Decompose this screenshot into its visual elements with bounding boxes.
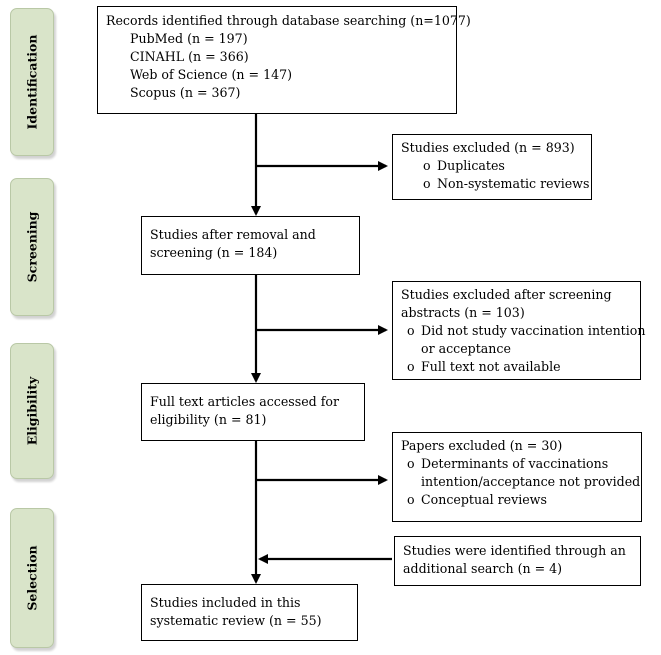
excluded3-bullet1: o Determinants of vaccinations: [401, 455, 633, 473]
stage-eligibility: Eligibility: [10, 343, 54, 479]
fulltext-articles-box: Full text articles accessed for eligibil…: [141, 383, 365, 441]
papers-excluded-box: Papers excluded (n = 30) o Determinants o…: [392, 432, 642, 522]
additional-search-box: Studies were identified through an addit…: [394, 536, 641, 586]
source-pubmed: PubMed (n = 197): [106, 30, 448, 48]
stage-identification: Identification: [10, 8, 54, 156]
stage-screening: Screening: [10, 178, 54, 316]
bullet-marker: o: [423, 158, 431, 173]
excluded3-bullet2: o Conceptual reviews: [401, 491, 633, 509]
bullet-text: Non-systematic reviews: [437, 176, 590, 191]
excluded2-title1: Studies excluded after screening: [401, 287, 612, 302]
bullet-marker: o: [407, 323, 415, 338]
source-name: Scopus: [130, 85, 176, 100]
source-name: PubMed: [130, 31, 184, 46]
added-line2: additional search (n = 4): [403, 561, 563, 576]
source-count: (n = 147): [231, 67, 293, 82]
excluded1-bullet1: o Duplicates: [401, 157, 583, 175]
excluded2-bullet2: o Full text not available: [401, 358, 632, 376]
added-line1: Studies were identified through an: [403, 543, 626, 558]
source-name: Web of Science: [130, 67, 228, 82]
source-scopus: Scopus (n = 367): [106, 84, 448, 102]
screened-line2: screening (n = 184): [150, 245, 278, 260]
source-cinahl: CINAHL (n = 366): [106, 48, 448, 66]
excluded-duplicates-box: Studies excluded (n = 893) o Duplicates o…: [392, 134, 592, 200]
included-line2: systematic review (n = 55): [150, 613, 322, 628]
bullet-marker: o: [407, 456, 415, 471]
excluded2-bullet1: o Did not study vaccination intention: [401, 322, 645, 340]
excluded2-bullet1-cont: or acceptance: [421, 341, 511, 356]
fulltext-line1: Full text articles accessed for: [150, 394, 339, 409]
source-web-of-science: Web of Science (n = 147): [106, 66, 448, 84]
excluded3-title: Papers excluded (n = 30): [401, 438, 563, 453]
bullet-text: Duplicates: [437, 158, 505, 173]
excluded2-title2: abstracts (n = 103): [401, 305, 525, 320]
bullet-text: Conceptual reviews: [421, 492, 547, 507]
records-identified-box: Records identified through database sear…: [97, 6, 471, 114]
excluded-after-screening-box: Studies excluded after screening abstrac…: [392, 281, 645, 380]
included-studies-box: Studies included in this systematic revi…: [141, 584, 358, 641]
bullet-marker: o: [407, 492, 415, 507]
excluded1-title: Studies excluded (n = 893): [401, 140, 575, 155]
source-count: (n = 367): [179, 85, 241, 100]
source-count: (n = 366): [188, 49, 249, 64]
included-line1: Studies included in this: [150, 595, 301, 610]
bullet-text: Did not study vaccination intention: [421, 323, 646, 338]
bullet-text: Full text not available: [421, 359, 561, 374]
fulltext-line2: eligibility (n = 81): [150, 412, 267, 427]
bullet-text: Determinants of vaccinations: [421, 456, 609, 471]
excluded1-bullet2: o Non-systematic reviews: [401, 175, 589, 193]
source-count: (n = 197): [187, 31, 248, 46]
stage-selection: Selection: [10, 508, 54, 648]
screened-studies-box: Studies after removal and screening (n =…: [141, 216, 360, 275]
bullet-marker: o: [407, 359, 415, 374]
excluded3-bullet1-cont: intention/acceptance not provided: [421, 474, 641, 489]
records-title: Records identified through database sear…: [106, 13, 471, 28]
screened-line1: Studies after removal and: [150, 227, 316, 242]
source-name: CINAHL: [130, 49, 185, 64]
bullet-marker: o: [423, 176, 431, 191]
